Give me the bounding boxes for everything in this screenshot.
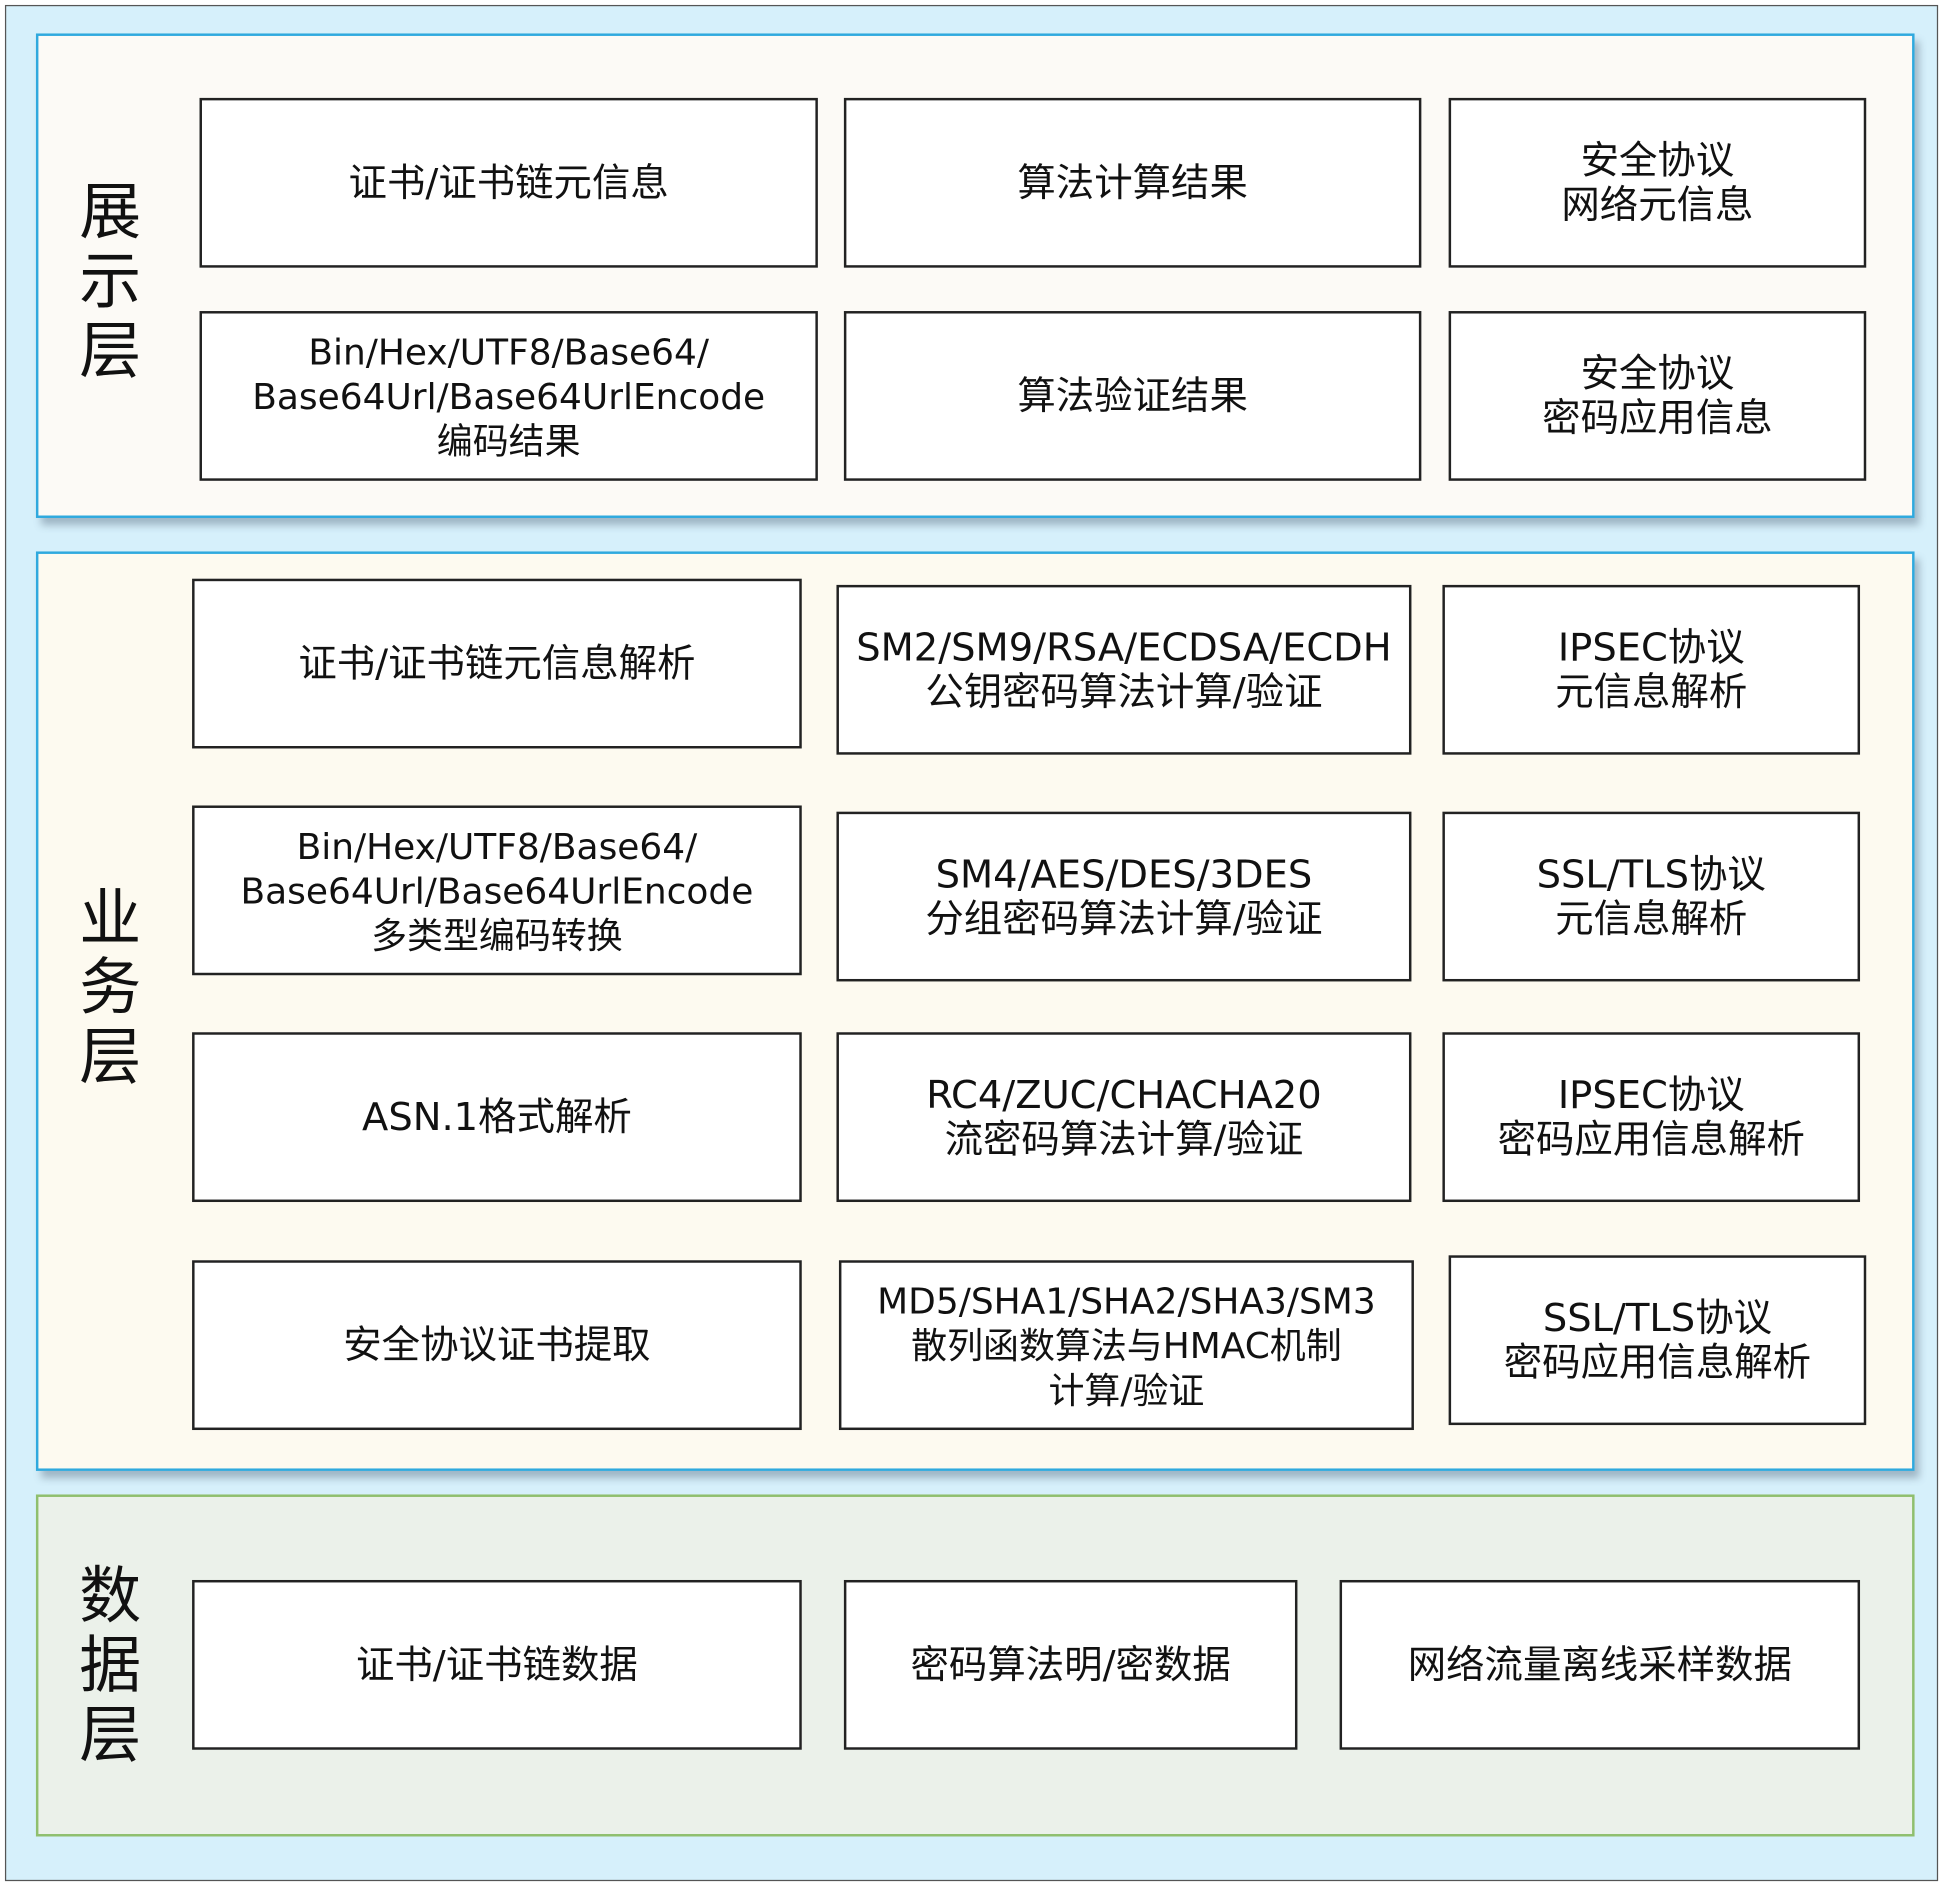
box-text-line: SSL/TLS协议 <box>1542 1295 1773 1341</box>
box-text-line: 计算/验证 <box>1048 1368 1205 1411</box>
presentation-layer-title: 展示层 <box>79 175 142 387</box>
box-text-line: 证书/证书链数据 <box>355 1642 638 1688</box>
box-text-line: 安全协议 <box>1580 351 1735 396</box>
presentation-layer-box: 算法计算结果 <box>843 97 1422 268</box>
box-text-line: 密码应用信息 <box>1542 395 1773 441</box>
box-text-line: SSL/TLS协议 <box>1536 851 1766 897</box>
box-text-line: 元信息解析 <box>1555 669 1748 715</box>
box-text-line: 安全协议 <box>1580 138 1735 183</box>
box-text-line: 证书/证书链元信息 <box>348 160 669 206</box>
box-text-line: 散列函数算法与HMAC机制 <box>911 1324 1342 1367</box>
box-text-line: Bin/Hex/UTF8/Base64/ <box>296 824 698 867</box>
box-text-line: Base64Url/Base64UrlEncode <box>252 374 766 417</box>
business-layer-box: IPSEC协议密码应用信息解析 <box>1442 1032 1861 1203</box>
box-text-line: Base64Url/Base64UrlEncode <box>240 869 754 912</box>
business-layer-box: ASN.1格式解析 <box>192 1032 802 1203</box>
presentation-layer-box: Bin/Hex/UTF8/Base64/Base64Url/Base64UrlE… <box>199 311 818 481</box>
box-text-line: 多类型编码转换 <box>371 913 623 957</box>
box-text-line: 公钥密码算法计算/验证 <box>925 669 1323 715</box>
data-layer-title: 数据层 <box>79 1560 142 1771</box>
box-text-line: 编码结果 <box>436 419 581 462</box>
business-layer-box: SSL/TLS协议密码应用信息解析 <box>1448 1255 1867 1426</box>
box-text-line: 分组密码算法计算/验证 <box>925 896 1323 942</box>
data-layer-box: 密码算法明/密数据 <box>843 1579 1298 1750</box>
box-text-line: 密码应用信息解析 <box>1503 1340 1812 1385</box>
box-text-line: 安全协议证书提取 <box>343 1322 651 1368</box>
business-layer-box: IPSEC协议元信息解析 <box>1442 584 1861 755</box>
data-layer-box: 证书/证书链数据 <box>192 1579 802 1750</box>
box-text-line: SM4/AES/DES/3DES <box>935 851 1313 897</box>
presentation-layer-box: 安全协议密码应用信息 <box>1448 311 1867 481</box>
box-text-line: 网络元信息 <box>1561 182 1754 228</box>
box-text-line: 密码算法明/密数据 <box>910 1642 1231 1688</box>
box-text-line: ASN.1格式解析 <box>362 1094 632 1140</box>
presentation-layer-box: 证书/证书链元信息 <box>199 97 818 268</box>
box-text-line: Bin/Hex/UTF8/Base64/ <box>308 330 710 373</box>
box-text-line: 流密码算法计算/验证 <box>944 1117 1304 1162</box>
box-text-line: 网络流量离线采样数据 <box>1407 1642 1792 1688</box>
box-text-line: SM2/SM9/RSA/ECDSA/ECDH <box>856 625 1392 670</box>
presentation-layer-box: 算法验证结果 <box>843 311 1422 481</box>
box-text-line: 算法验证结果 <box>1017 373 1248 419</box>
business-layer-box: SSL/TLS协议元信息解析 <box>1442 811 1861 982</box>
presentation-layer-box: 安全协议网络元信息 <box>1448 97 1867 268</box>
box-text-line: 证书/证书链元信息解析 <box>298 641 696 686</box>
box-text-line: IPSEC协议 <box>1557 625 1745 670</box>
box-text-line: MD5/SHA1/SHA2/SHA3/SM3 <box>877 1279 1376 1322</box>
business-layer-box: 安全协议证书提取 <box>192 1260 802 1431</box>
data-layer-box: 网络流量离线采样数据 <box>1339 1579 1861 1750</box>
box-text-line: IPSEC协议 <box>1557 1072 1745 1118</box>
box-text-line: 算法计算结果 <box>1017 160 1248 206</box>
box-text-line: 元信息解析 <box>1555 896 1748 942</box>
box-text-line: 密码应用信息解析 <box>1497 1117 1805 1162</box>
box-text-line: RC4/ZUC/CHACHA20 <box>926 1072 1322 1118</box>
business-layer-box: Bin/Hex/UTF8/Base64/Base64Url/Base64UrlE… <box>192 805 802 976</box>
business-layer-title: 业务层 <box>79 882 142 1093</box>
business-layer-box: 证书/证书链元信息解析 <box>192 578 802 749</box>
